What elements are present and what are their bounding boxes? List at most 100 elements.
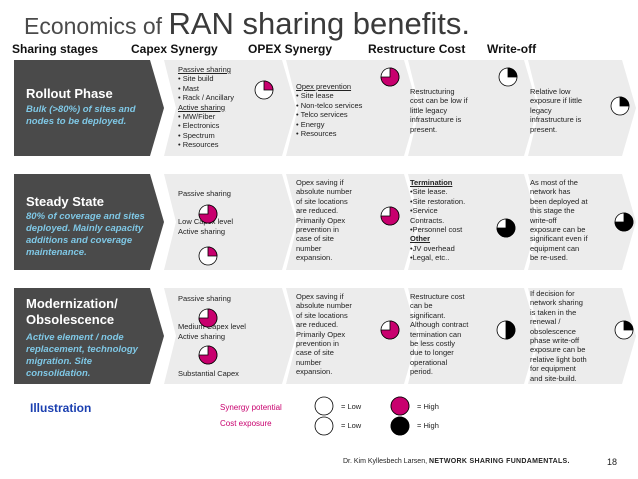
writeoff-line: phase write-off [530,336,580,346]
header-restructure-cost: Restructure Cost [368,42,466,56]
restructure-line: cost can be low if [410,96,468,106]
pie-fill [263,80,274,91]
pie-fill [380,67,400,87]
writeoff-line: exposure can be [530,225,586,235]
restructure-line: Although contract [410,320,469,330]
capex-line: • Rack / Ancillary [178,93,234,103]
writeoff-line: network sharing [530,298,583,308]
restructure-line: termination can [410,329,462,339]
legend-low-text: = Low [341,421,362,430]
header-capex-synergy: Capex Synergy [131,42,218,56]
opex-line: absolute number [296,301,352,311]
synergy-pie-icon [380,320,400,340]
legend-high-cost-icon [390,416,410,436]
stage-subtitle: 80% of coverage and sites deployed. Main… [26,211,145,258]
stage-title: Modernization/ Obsolescence [26,296,118,327]
pie-fill [380,320,400,340]
writeoff-line: significant even if [530,234,588,244]
restructure-cell: Restructure cost can be significant. Alt… [410,292,468,377]
legend-high-synergy-icon [390,396,410,416]
capex-line: Passive sharing [178,65,231,74]
capex-line: • Spectrum [178,130,215,140]
opex-line: • Non-telco services [296,100,363,110]
writeoff-line: and site-build. [530,373,577,383]
opex-line: Opex prevention [296,82,352,91]
pie-fill [619,96,630,107]
synergy-pie-icon [380,206,400,226]
page-number: 18 [607,457,618,467]
restructure-cell: Termination •Site lease. •Site restorati… [410,178,465,263]
opex-line: • Resources [296,129,337,139]
pie-fill [198,345,218,365]
restructure-line: significant. [410,310,446,320]
opex-line: number [296,243,322,253]
writeoff-line: this stage the [530,206,575,216]
page-title: Economics of RAN sharing benefits. [24,6,470,42]
legend-synergy-label: Synergy potential [220,403,282,412]
restructure-line: present. [410,124,438,134]
capex-line: Medium Capex level [178,322,246,332]
opex-line: of site locations [296,310,348,320]
writeoff-line: is taken in the [530,307,577,317]
writeoff-line: been deployed at [530,196,588,206]
opex-line: Opex saving if [296,292,344,301]
writeoff-cell: If decision for network sharing is taken… [530,289,587,383]
capex-cell: Passive sharing • Site build • Mast • Ra… [178,65,234,150]
capex-line: Active sharing [178,102,226,112]
opex-line: expansion. [296,367,333,377]
writeoff-line: network has [530,187,571,197]
restructure-line: Termination [410,178,453,187]
restructure-line: can be [410,301,433,311]
cost-pie-icon [610,96,630,116]
writeoff-cell: As most of the network has been deployed… [530,178,588,263]
restructure-line: •JV overhead [410,243,455,253]
writeoff-line: exposure can be [530,345,586,355]
synergy-pie-icon [198,308,218,328]
opex-line: • Telco services [296,110,348,120]
restructure-line: operational [410,357,448,367]
capex-line: Active sharing [178,331,226,341]
opex-line: absolute number [296,187,352,197]
opex-line: of site locations [296,196,348,206]
writeoff-line: be re-used. [530,253,568,263]
restructure-cell: Restructuring cost can be low if little … [410,87,468,134]
capex-line: Passive sharing [178,189,231,198]
opex-line: case of site [296,348,334,358]
legend-high-text: = High [417,421,439,430]
legend-low-cost-icon [314,416,334,436]
writeoff-line: relative light both [530,354,587,364]
title-part2: RAN sharing benefits. [168,6,470,41]
restructure-line: period. [410,367,433,377]
writeoff-cell: Relative low exposure if little legacy i… [530,87,582,134]
synergy-pie-icon [198,204,218,224]
opex-line: case of site [296,234,334,244]
opex-line: prevention in [296,225,339,235]
pie-fill [390,396,410,416]
title-part1: Economics of [24,13,169,39]
pie-fill [198,204,218,224]
restructure-line: •Site restoration. [410,196,466,206]
opex-line: prevention in [296,339,339,349]
header-write-off: Write-off [487,42,537,56]
header-opex-synergy: OPEX Synergy [248,42,333,56]
opex-line: expansion. [296,253,333,263]
restructure-line: •Legal, etc.. [410,253,450,263]
restructure-line: little legacy [410,105,448,115]
writeoff-line: obsolescence [530,326,576,336]
cost-pie-icon [498,67,518,87]
capex-line: • Mast [178,83,199,93]
writeoff-line: Relative low [530,87,571,96]
pie-fill [390,416,410,436]
restructure-line: due to longer [410,348,454,358]
restructure-line: •Personnel cost [410,225,463,235]
legend-low-synergy-icon [314,396,334,416]
opex-line: • Energy [296,119,325,129]
cost-pie-icon [496,320,516,340]
writeoff-line: As most of the [530,178,578,187]
capex-line: • Resources [178,140,219,150]
restructure-line: Restructure cost [410,292,465,301]
pie-fill [623,320,634,331]
synergy-pie-icon [254,80,274,100]
writeoff-line: infrastructure is [530,115,582,125]
synergy-pie-icon [380,67,400,87]
